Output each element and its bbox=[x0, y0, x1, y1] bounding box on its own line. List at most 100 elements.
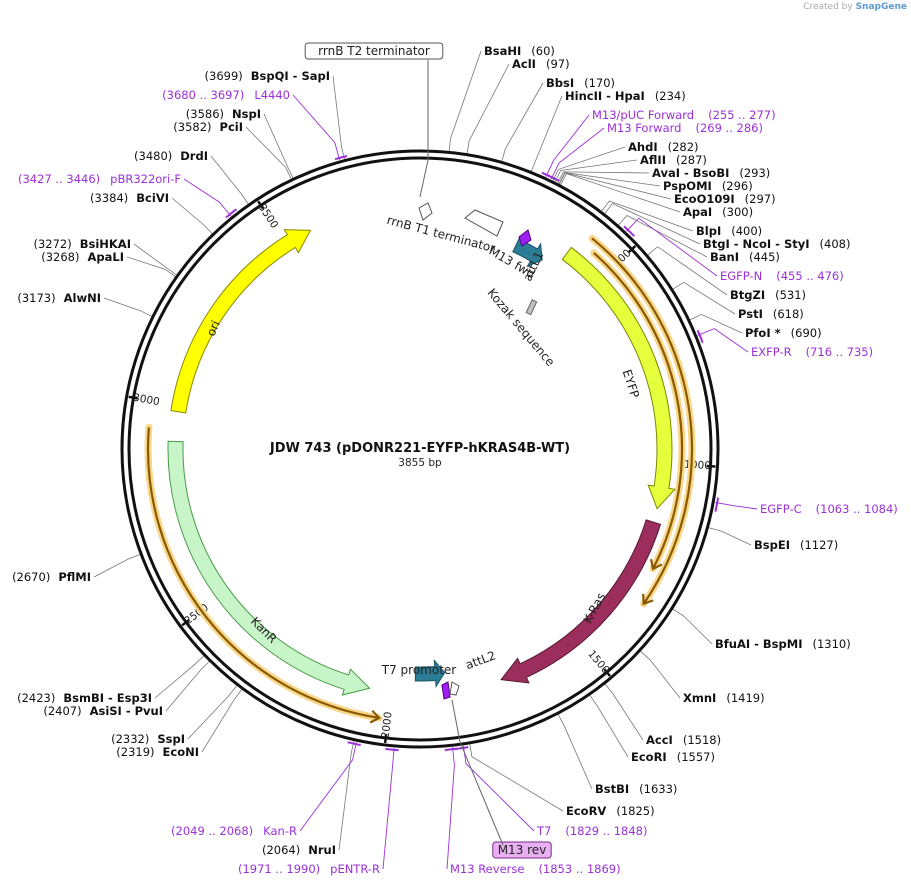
feature-k-ras[interactable] bbox=[500, 519, 662, 684]
feature-label-eyfp: EYFP bbox=[620, 368, 642, 400]
primer-name: M13/pUC Forward bbox=[592, 108, 694, 122]
site-label[interactable]: PstI(618) bbox=[738, 307, 804, 321]
primer-label[interactable]: EGFP-C(1063 .. 1084) bbox=[760, 502, 898, 516]
site-name: HincII - HpaI bbox=[565, 89, 645, 103]
site-label[interactable]: AvaI - BsoBI(293) bbox=[652, 166, 770, 180]
primer-range: (1829 .. 1848) bbox=[565, 824, 647, 838]
site-label[interactable]: (3582)PciI bbox=[173, 120, 243, 134]
site-label[interactable]: BfuAI - BspMI(1310) bbox=[715, 637, 851, 651]
primer-range: (3680 .. 3697) bbox=[162, 88, 244, 102]
primer-leader-line bbox=[697, 328, 749, 353]
site-label[interactable]: PfoI *(690) bbox=[745, 326, 822, 340]
site-name: NruI bbox=[308, 843, 336, 857]
site-label[interactable]: EcoRI (1557) bbox=[631, 750, 715, 764]
site-label[interactable]: BsaHI(60) bbox=[484, 44, 555, 58]
site-label[interactable]: EcoO109I(297) bbox=[674, 192, 776, 206]
site-name: AccI bbox=[646, 733, 673, 747]
feature-eyfp[interactable] bbox=[561, 246, 676, 510]
primer-label[interactable]: M13 Forward(269 .. 286) bbox=[607, 121, 763, 135]
site-name: EcoO109I bbox=[674, 192, 735, 206]
site-position: (1825) bbox=[616, 804, 654, 818]
site-label[interactable]: (2423)BsmBI - Esp3I bbox=[17, 691, 152, 705]
primer-label[interactable]: (3680 .. 3697)L4440 bbox=[162, 88, 290, 102]
orf-arcs bbox=[144, 234, 696, 724]
feature-kanr[interactable] bbox=[167, 440, 371, 696]
primer-leader-line bbox=[626, 217, 718, 277]
site-name: AclI bbox=[512, 57, 536, 71]
site-label[interactable]: (3699)BspQI - SapI bbox=[205, 69, 330, 83]
primer-label[interactable]: (1971 .. 1990)pENTR-R bbox=[238, 862, 380, 876]
feature-attl1[interactable] bbox=[512, 238, 543, 268]
primer-label[interactable]: (2049 .. 2068)Kan-R bbox=[171, 824, 297, 838]
feature-m13-rev-mark bbox=[441, 681, 451, 700]
site-label[interactable]: BstBI(1633) bbox=[595, 782, 677, 796]
site-label[interactable]: BtgI - NcoI - StyI(408) bbox=[703, 237, 850, 251]
site-label[interactable]: BlpI(400) bbox=[696, 224, 762, 238]
feature-ori[interactable] bbox=[170, 229, 312, 414]
site-label[interactable]: (2670)PflMI bbox=[12, 570, 91, 584]
primer-name: EGFP-N bbox=[720, 269, 762, 283]
site-position: (3272) bbox=[33, 237, 71, 251]
site-label[interactable]: (3384)BciVI bbox=[90, 191, 169, 205]
site-position: (234) bbox=[655, 89, 686, 103]
site-label[interactable]: (2332)SspI bbox=[111, 732, 185, 746]
primer-label[interactable]: M13 Reverse(1853 .. 1869) bbox=[450, 862, 621, 876]
site-position: (1127) bbox=[800, 538, 838, 552]
site-label[interactable]: EcoRV(1825) bbox=[566, 804, 655, 818]
site-leader-line bbox=[93, 553, 142, 578]
site-position: (287) bbox=[676, 153, 707, 167]
site-label[interactable]: BanI(445) bbox=[710, 250, 780, 264]
feature-rrnb-t1-arrow bbox=[464, 209, 504, 237]
site-label[interactable]: (2064)NruI bbox=[262, 843, 336, 857]
site-leader-line bbox=[557, 172, 661, 187]
site-label[interactable]: XmnI(1419) bbox=[683, 691, 765, 705]
site-name: AlwNI bbox=[64, 291, 101, 305]
site-label[interactable]: PspOMI(296) bbox=[663, 179, 753, 193]
site-label[interactable]: BbsI(170) bbox=[546, 76, 615, 90]
site-leader-line bbox=[187, 684, 238, 740]
site-position: (1557) bbox=[677, 750, 715, 764]
site-leader-line bbox=[466, 63, 510, 155]
site-label[interactable]: HincII - HpaI (234) bbox=[565, 89, 686, 103]
site-label[interactable]: (3272) BsiHKAI bbox=[33, 237, 131, 251]
site-name: ApaLI bbox=[88, 250, 125, 264]
site-label[interactable]: (3173)AlwNI bbox=[17, 291, 101, 305]
site-label[interactable]: BspEI(1127) bbox=[754, 538, 838, 552]
site-label[interactable]: (2407)AsiSI - PvuI bbox=[43, 704, 163, 718]
site-label[interactable]: (3586)NspI bbox=[186, 107, 261, 121]
primer-label[interactable]: T7(1829 .. 1848) bbox=[536, 824, 647, 838]
site-name: EcoNI bbox=[163, 745, 199, 759]
site-leader-line bbox=[588, 694, 629, 758]
site-label[interactable]: ApaI(300) bbox=[683, 205, 753, 219]
site-name: ApaI bbox=[683, 205, 712, 219]
site-label[interactable]: BtgZI(531) bbox=[730, 288, 806, 302]
primer-label[interactable]: (3427 .. 3446)pBR322ori-F bbox=[18, 172, 181, 186]
site-leader-line bbox=[671, 608, 713, 645]
site-name: EcoRI bbox=[631, 750, 667, 764]
site-name: BsiHKAI bbox=[80, 237, 131, 251]
site-label[interactable]: AflII(287) bbox=[640, 153, 707, 167]
feature-attl2[interactable] bbox=[414, 659, 446, 689]
site-leader-line bbox=[559, 173, 681, 213]
site-leader-line bbox=[338, 739, 355, 851]
site-name: AvaI - BsoBI bbox=[652, 166, 729, 180]
primer-name: EGFP-C bbox=[760, 502, 802, 516]
site-label[interactable]: (2319)EcoNI bbox=[116, 745, 199, 759]
primer-range: (1971 .. 1990) bbox=[238, 862, 320, 876]
primer-label[interactable]: EGFP-N(455 .. 476) bbox=[720, 269, 844, 283]
primer-label[interactable]: EXFP-R(716 .. 735) bbox=[751, 345, 873, 359]
site-label[interactable]: AhdI(282) bbox=[628, 140, 699, 154]
site-name: XmnI bbox=[683, 691, 716, 705]
primer-leader-line bbox=[462, 745, 535, 832]
feature-label-t7-promoter: T7 promoter bbox=[381, 663, 457, 677]
site-label[interactable]: (3480)DrdI bbox=[134, 149, 208, 163]
plasmid-title-block: JDW 743 (pDONR221-EYFP-hKRAS4B-WT) 3855 … bbox=[269, 441, 570, 469]
site-leader-line bbox=[469, 742, 564, 812]
site-name: SspI bbox=[157, 732, 185, 746]
site-label[interactable]: (3268)ApaLI bbox=[41, 250, 124, 264]
site-label[interactable]: AclI(97) bbox=[512, 57, 570, 71]
site-leader-line bbox=[688, 313, 743, 334]
site-label[interactable]: AccI(1518) bbox=[646, 733, 721, 747]
primer-label[interactable]: M13/pUC Forward(255 .. 277) bbox=[592, 108, 776, 122]
